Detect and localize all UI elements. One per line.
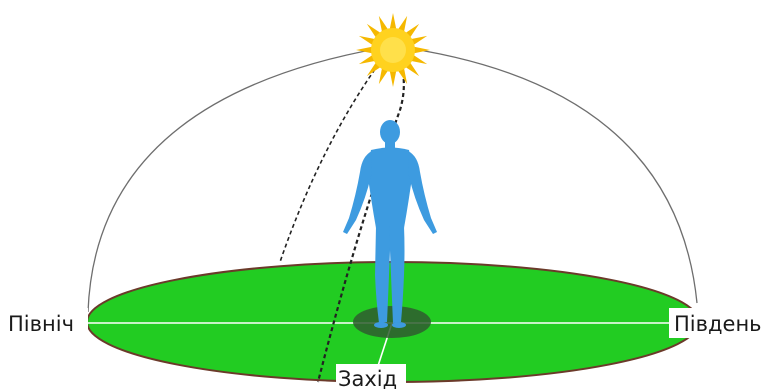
observer-shadow [353, 306, 431, 338]
sun-core [380, 37, 406, 63]
person-right-arm [408, 151, 437, 234]
person-torso [367, 148, 413, 229]
label-west: Захід [338, 367, 397, 390]
person-head [380, 120, 400, 144]
label-north: Північ [8, 312, 74, 336]
label-south: Південь [674, 312, 762, 336]
person-right-foot [392, 322, 406, 328]
person-left-arm [343, 151, 372, 234]
sun-icon [356, 13, 430, 87]
label-north-group: Північ [4, 308, 88, 338]
label-south-group: Південь [669, 308, 773, 338]
label-west-group: Захід [336, 364, 406, 390]
person-left-foot [374, 322, 388, 328]
